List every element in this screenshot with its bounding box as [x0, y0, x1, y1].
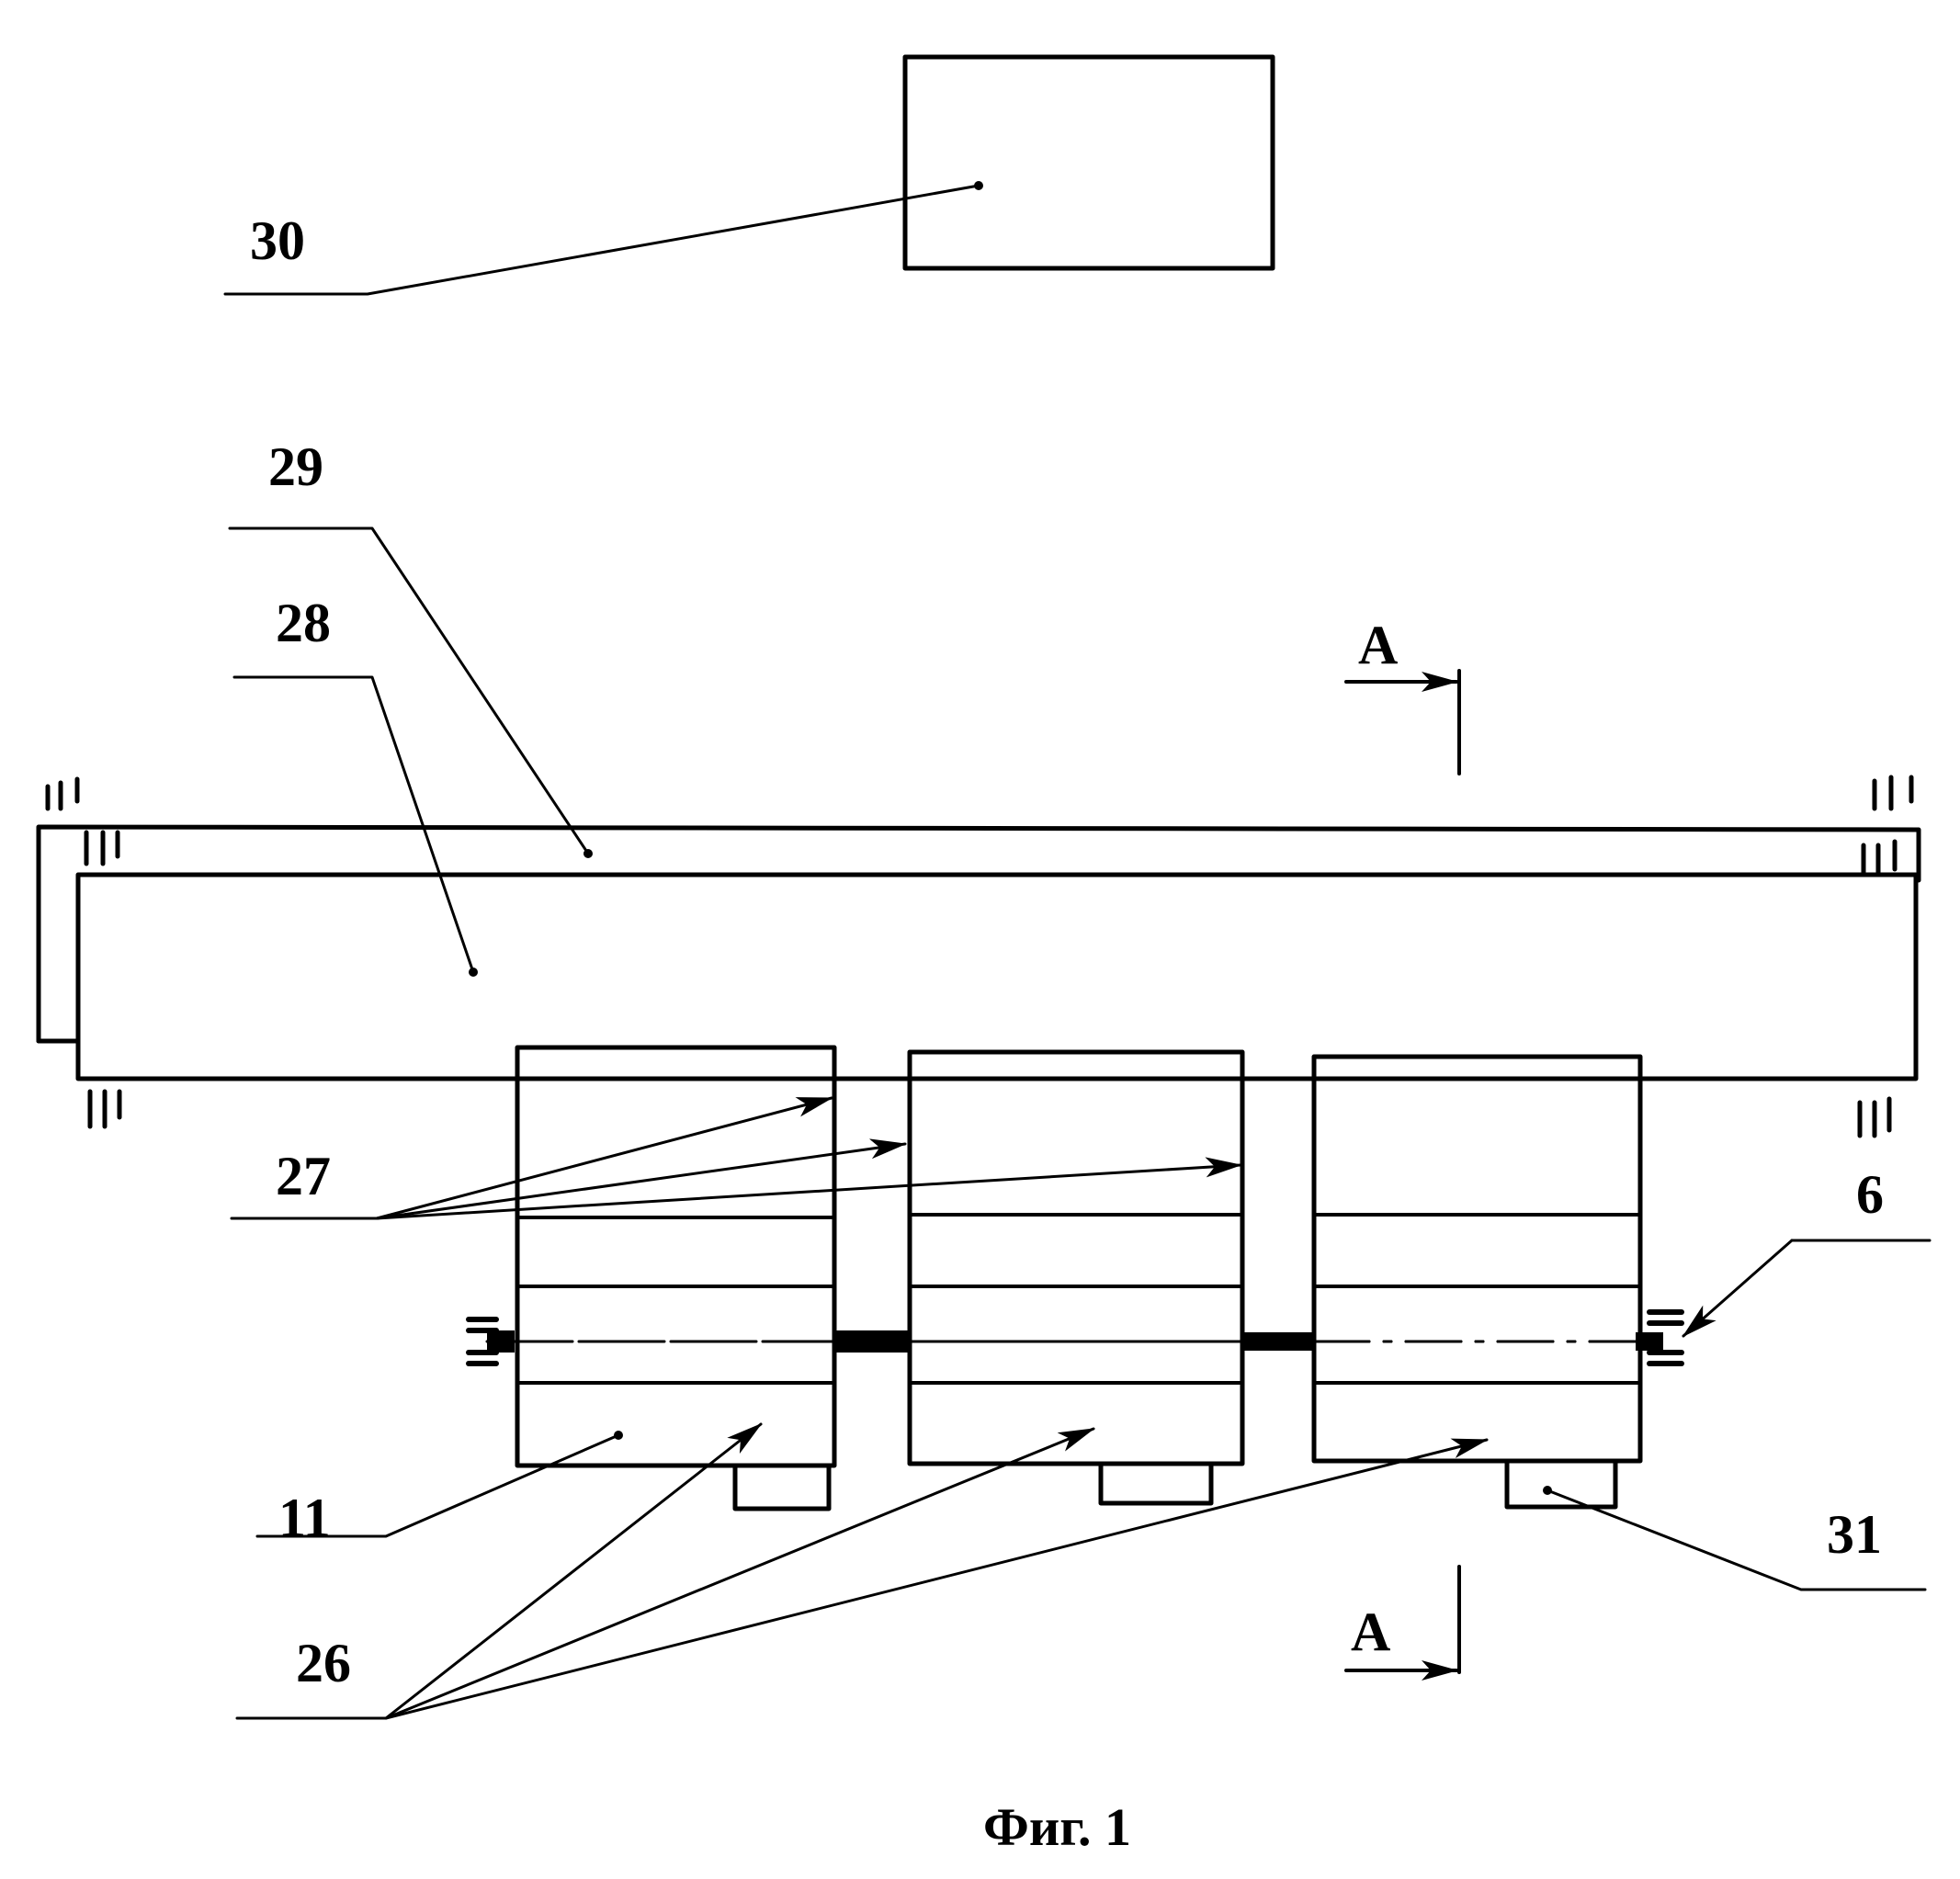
unit-30-box: [905, 57, 1273, 268]
label-6: 6: [1856, 1164, 1884, 1225]
leader-6: [1683, 1240, 1930, 1336]
label-31: 31: [1827, 1504, 1882, 1565]
section-label-top: А: [1358, 615, 1398, 675]
label-28: 28: [276, 593, 331, 653]
label-26: 26: [296, 1633, 351, 1693]
leader-30: [225, 186, 979, 294]
section-a-top: [1346, 671, 1459, 774]
leader-28: [234, 677, 473, 972]
module-1: [517, 1047, 834, 1509]
beam-29: [39, 827, 1919, 1041]
figure-caption: Фиг. 1: [983, 1797, 1131, 1857]
leader-29: [230, 528, 588, 854]
label-29: 29: [268, 436, 323, 497]
label-30: 30: [250, 210, 305, 271]
section-label-bottom: А: [1351, 1602, 1390, 1662]
module-3: [1314, 1057, 1640, 1507]
leaders-26: [237, 1424, 1487, 1718]
shaft: [469, 1312, 1682, 1364]
label-11: 11: [278, 1488, 331, 1548]
label-27: 27: [276, 1146, 331, 1206]
beam-28: [39, 875, 1916, 1079]
leaders-27: [232, 1098, 1241, 1218]
